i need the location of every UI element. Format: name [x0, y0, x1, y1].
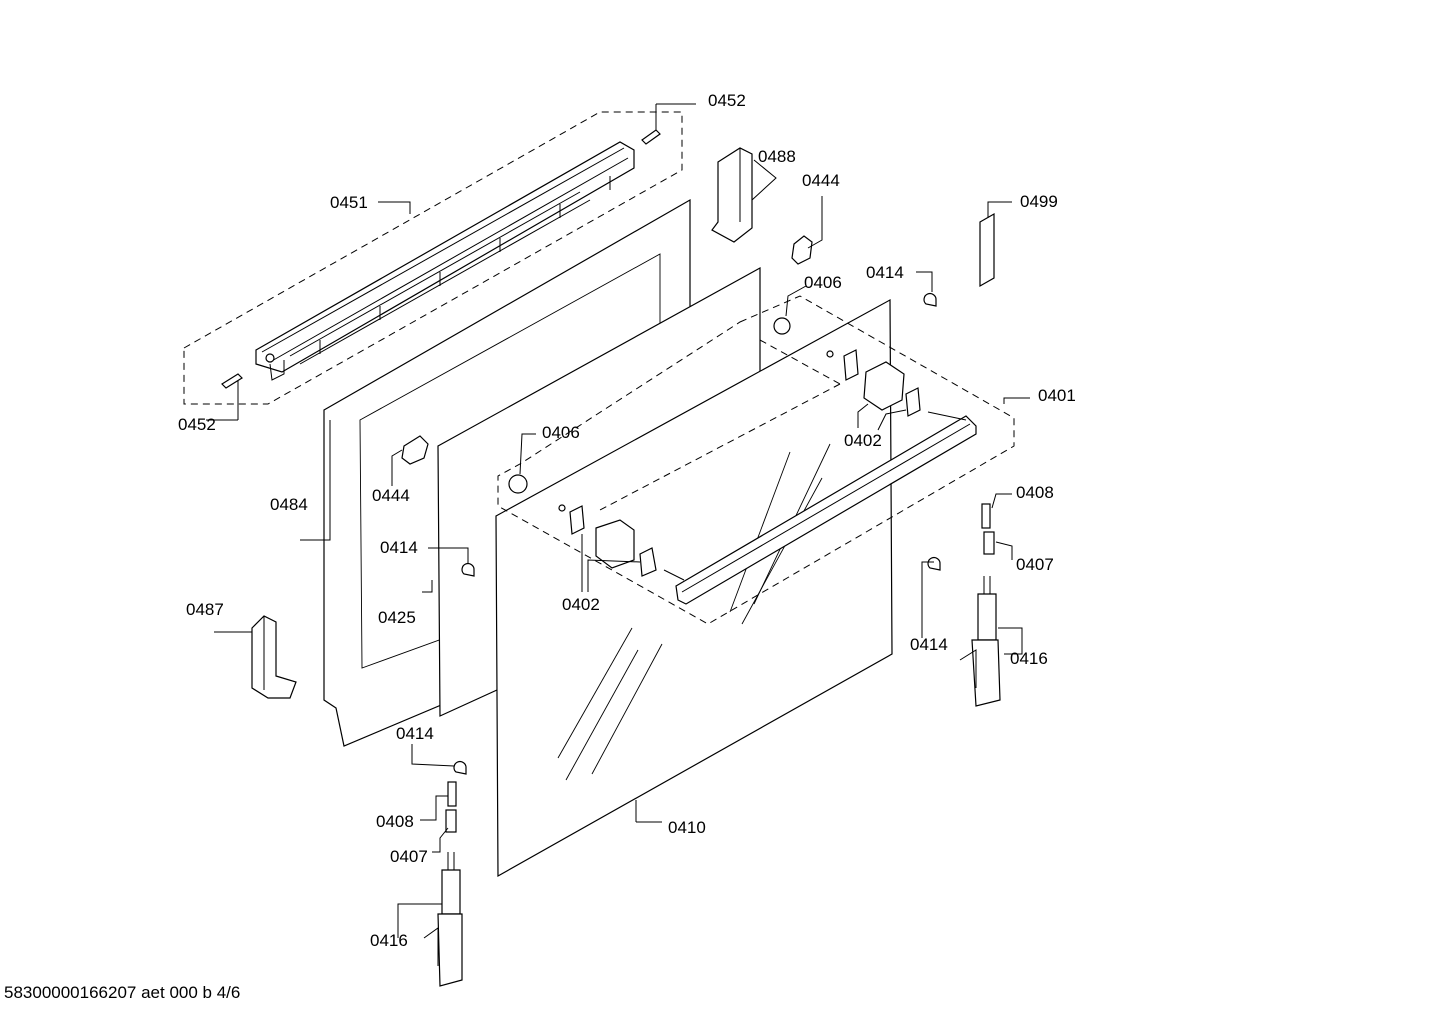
trim-strip-dashed-frame — [183, 111, 683, 405]
label-0408-right: 0408 — [1016, 483, 1054, 502]
label-0451: 0451 — [330, 193, 368, 212]
label-0406-top: 0406 — [804, 273, 842, 292]
label-0416-left: 0416 — [370, 931, 408, 950]
handle-holder-right — [843, 349, 921, 417]
label-0444-mid: 0444 — [372, 486, 410, 505]
part-labels: 0452 0488 0444 0499 0451 0414 0406 0401 … — [178, 91, 1076, 950]
label-0407-left: 0407 — [390, 847, 428, 866]
label-0401: 0401 — [1038, 386, 1076, 405]
hinge-left — [423, 781, 463, 987]
label-0452-bottom: 0452 — [178, 415, 216, 434]
label-0402-right: 0402 — [844, 431, 882, 450]
label-0444-top: 0444 — [802, 171, 840, 190]
document-footer: 58300000166207 aet 000 b 4/6 — [4, 983, 240, 1002]
handle-dashed-frame — [497, 295, 1015, 625]
end-pin-top — [641, 104, 661, 145]
bracket-0487 — [251, 615, 297, 699]
end-pin-bottom — [221, 373, 243, 420]
handle-bar — [663, 411, 977, 605]
label-0416-right: 0416 — [1010, 649, 1048, 668]
label-0484: 0484 — [270, 495, 308, 514]
label-0407-right: 0407 — [1016, 555, 1054, 574]
spacer-top — [773, 317, 791, 335]
stopper-top — [923, 292, 937, 307]
trim-strip-part — [255, 141, 635, 381]
handle-holder-left — [569, 505, 657, 577]
hinge-right — [959, 503, 1001, 707]
leader-lines — [206, 103, 1030, 938]
stopper-mid — [461, 562, 475, 577]
label-0414-low: 0414 — [396, 724, 434, 743]
stopper-right — [927, 556, 941, 571]
label-0499: 0499 — [1020, 192, 1058, 211]
label-0414-mid: 0414 — [380, 538, 418, 557]
label-0487: 0487 — [186, 600, 224, 619]
label-0414-right: 0414 — [910, 635, 948, 654]
clip-top — [791, 235, 813, 265]
label-0488: 0488 — [758, 147, 796, 166]
label-strip-0499 — [979, 212, 995, 288]
stopper-low — [453, 760, 467, 775]
label-0408-left: 0408 — [376, 812, 414, 831]
label-0402-mid: 0402 — [562, 595, 600, 614]
label-0414-top: 0414 — [866, 263, 904, 282]
label-0452-top: 0452 — [708, 91, 746, 110]
spacer-mid — [508, 474, 528, 494]
bracket-0488 — [711, 147, 753, 243]
label-0406-mid: 0406 — [542, 423, 580, 442]
label-0425: 0425 — [378, 608, 416, 627]
label-0410: 0410 — [668, 818, 706, 837]
clip-mid — [401, 435, 429, 465]
